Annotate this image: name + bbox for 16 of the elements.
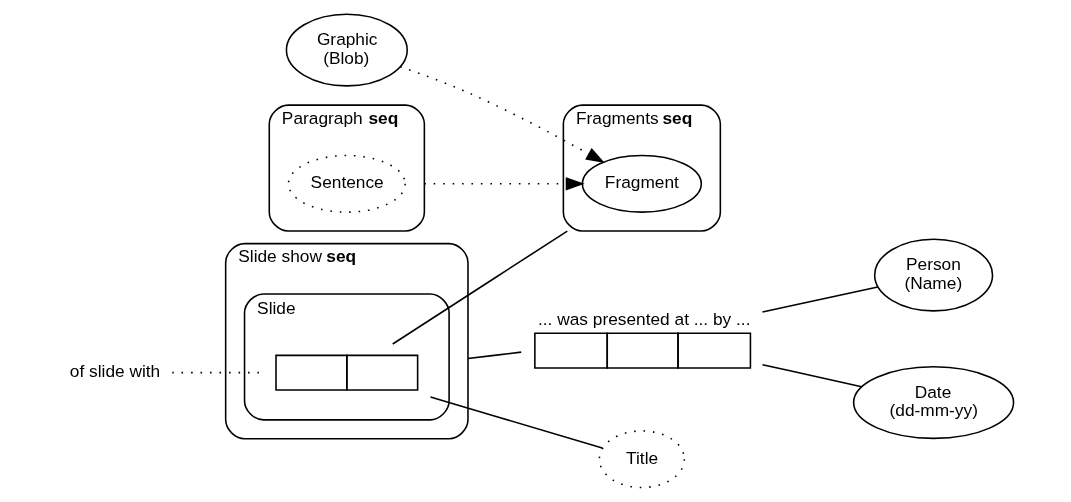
- node-text: of slide with: [69, 361, 161, 382]
- node-ellipse: Sentence: [287, 154, 406, 213]
- connector: [761, 363, 863, 388]
- node-ellipse: Fragment: [581, 154, 703, 213]
- node-ellipse: Person (Name): [873, 238, 994, 312]
- node-ellipse: Title: [598, 430, 686, 489]
- node-ellipse: Date (dd-mm-yy): [852, 365, 1015, 440]
- node-label: ... was presented at ... by ...: [538, 309, 751, 330]
- connector: [761, 286, 879, 313]
- arrow: [423, 177, 585, 191]
- connector: [467, 351, 522, 360]
- cluster: Slide: [243, 293, 450, 421]
- node-ellipse: Graphic (Blob): [285, 13, 408, 87]
- arrow: [399, 65, 605, 164]
- connector: [429, 396, 604, 449]
- connector: [391, 230, 569, 345]
